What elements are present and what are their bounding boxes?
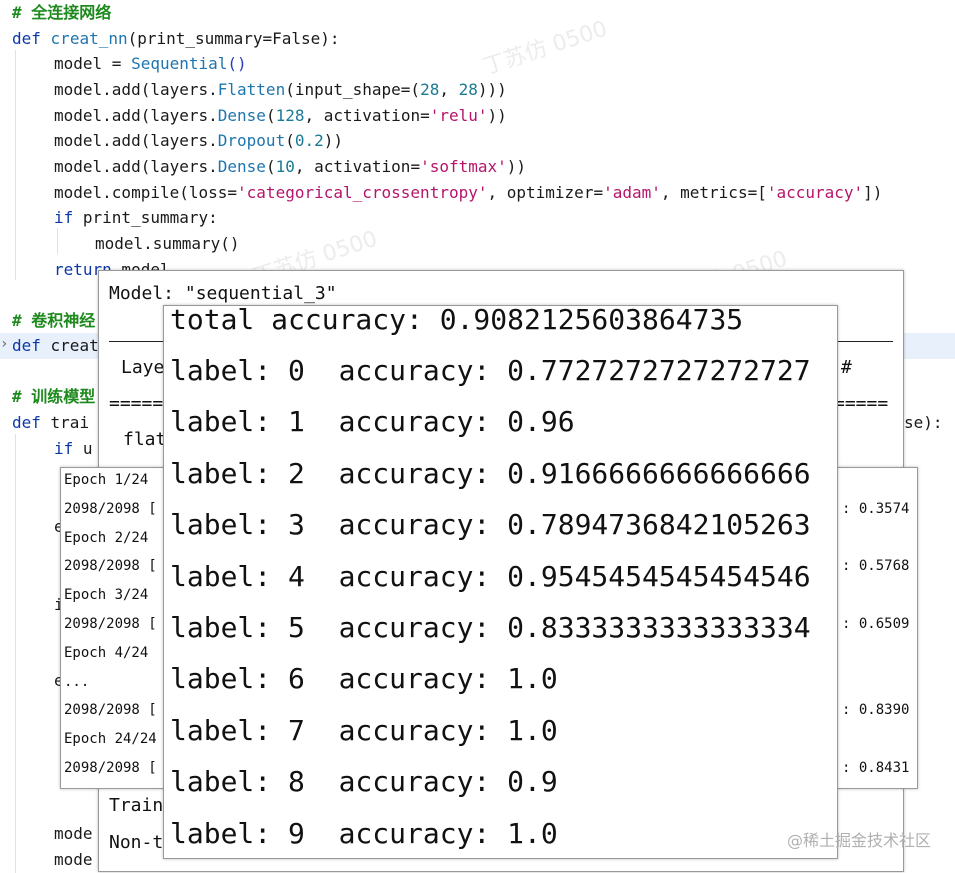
eq-divider-left: ===== xyxy=(109,393,164,414)
layer-column-header: Laye xyxy=(121,357,165,378)
indent-guide xyxy=(57,228,58,254)
training-log-row: 2098/2098 [ xyxy=(64,702,157,719)
code-line-7: model.add(layers.Dense(10, activation='s… xyxy=(54,157,527,176)
code-line-1: # 全连接网络 xyxy=(12,3,112,22)
fold-arrow-icon[interactable]: › xyxy=(0,336,9,352)
training-log-metric: : 0.6509 xyxy=(842,616,910,632)
code-line-4: model.add(layers.Flatten(input_shape=(28… xyxy=(54,80,507,99)
label-accuracy-row: label: 3 accuracy: 0.7894736842105263 xyxy=(170,508,811,542)
code-line-comment-cnn: # 卷积神经 xyxy=(12,311,96,330)
code-line-10: model.summary() xyxy=(95,234,240,253)
label-accuracy-row: label: 6 accuracy: 1.0 xyxy=(170,662,558,696)
training-log-row: 2098/2098 [ xyxy=(64,760,157,776)
code-line-3: model = Sequential() xyxy=(54,54,247,73)
training-log-metric: : 0.5768 xyxy=(842,558,910,575)
code-line-6: model.add(layers.Dropout(0.2)) xyxy=(54,131,344,150)
training-log-metric: : 0.8390 xyxy=(842,702,910,719)
code-line-stub: e xyxy=(54,671,64,690)
flatten-row: flat xyxy=(123,429,167,450)
label-accuracy-row: label: 1 accuracy: 0.96 xyxy=(170,405,575,439)
label-accuracy-row: label: 9 accuracy: 1.0 xyxy=(170,816,558,850)
label-accuracy-row: label: 5 accuracy: 0.8333333333333334 xyxy=(170,611,811,644)
training-log-row: Epoch 1/24 xyxy=(64,472,149,488)
code-line-model-tail: mode xyxy=(54,850,93,869)
code-line-train-tail: se): xyxy=(904,413,943,432)
training-log-row: Epoch 2/24 xyxy=(64,529,149,546)
label-accuracy-row: label: 8 accuracy: 0.9 xyxy=(170,765,558,799)
code-line-8: model.compile(loss='categorical_crossent… xyxy=(54,183,883,202)
training-log-metric: : 0.3574 xyxy=(842,500,910,517)
label-accuracy-row: label: 2 accuracy: 0.9166666666666666 xyxy=(170,456,811,490)
code-line-model-tail: mode xyxy=(54,824,93,843)
label-accuracy-row: label: 7 accuracy: 1.0 xyxy=(170,713,558,747)
code-line-stub: i xyxy=(54,595,64,614)
code-line-if-u: if u xyxy=(54,439,93,458)
eq-divider-right: ===== xyxy=(834,393,889,414)
training-log-row: 2098/2098 [ xyxy=(64,500,157,517)
label-accuracy-row: label: 4 accuracy: 0.9545454545454546 xyxy=(170,559,811,593)
faint-watermark: 丁苏仿 0500 xyxy=(480,16,611,81)
training-log-row: 2098/2098 [ xyxy=(64,616,157,632)
trainable-params-label: Train xyxy=(109,795,164,816)
total-accuracy: total accuracy: 0.9082125603864735 xyxy=(170,305,744,336)
non-trainable-params-label: Non-t xyxy=(109,832,164,853)
training-log-row: Epoch 3/24 xyxy=(64,587,149,604)
indent-guide xyxy=(15,434,16,873)
training-log-row: ... xyxy=(64,673,90,690)
model-summary-title: Model: "sequential_3" xyxy=(109,283,337,304)
indent-guide xyxy=(15,50,16,280)
code-line-comment-train: # 训练模型 xyxy=(12,387,96,406)
code-line-def-train: def trai xyxy=(12,413,90,432)
param-column-header: # xyxy=(841,357,852,378)
training-log-row: 2098/2098 [ xyxy=(64,558,157,575)
code-line-stub: e xyxy=(54,517,64,536)
accuracy-output-panel: total accuracy: 0.9082125603864735 label… xyxy=(163,305,838,859)
training-log-metric: : 0.8431 xyxy=(842,760,910,776)
code-line-2: def creat_nn(print_summary=False): xyxy=(12,29,340,48)
label-accuracy-row: label: 0 accuracy: 0.7727272727272727 xyxy=(170,354,811,387)
code-line-5: model.add(layers.Dense(128, activation='… xyxy=(54,106,507,125)
training-log-row: Epoch 24/24 xyxy=(64,731,157,748)
code-line-9: if print_summary: xyxy=(54,208,218,227)
training-log-row: Epoch 4/24 xyxy=(64,644,149,661)
site-watermark: @稀土掘金技术社区 xyxy=(786,831,931,850)
